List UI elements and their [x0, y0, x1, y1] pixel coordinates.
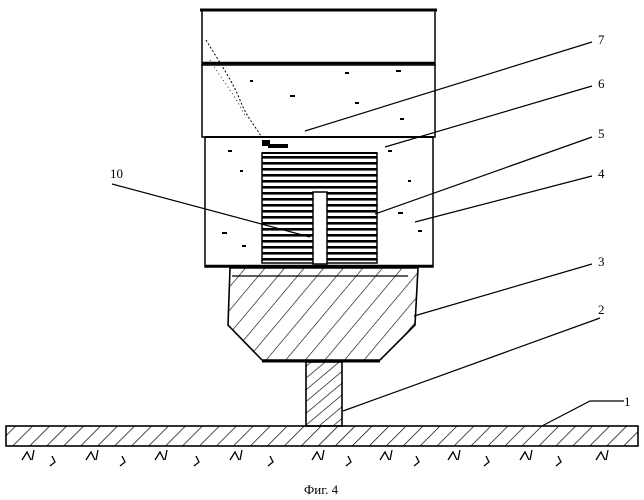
conical-element: [228, 268, 418, 361]
leader-1: [540, 401, 624, 427]
leader-4: [415, 176, 592, 222]
stem: [306, 362, 342, 426]
callout-4: 4: [598, 166, 605, 181]
central-rod: [313, 192, 327, 264]
ground-marks: [22, 450, 608, 466]
callout-1: 1: [624, 394, 631, 409]
leader-3: [414, 264, 592, 316]
upper-housing: [200, 10, 437, 138]
callout-3: 3: [598, 254, 605, 269]
callout-7: 7: [598, 32, 605, 47]
callout-6: 6: [598, 76, 605, 91]
callout-10: 10: [110, 166, 123, 181]
base-plate: [6, 426, 638, 446]
callout-2: 2: [598, 302, 605, 317]
callout-5: 5: [598, 126, 605, 141]
figure-caption: Фиг. 4: [304, 482, 339, 497]
